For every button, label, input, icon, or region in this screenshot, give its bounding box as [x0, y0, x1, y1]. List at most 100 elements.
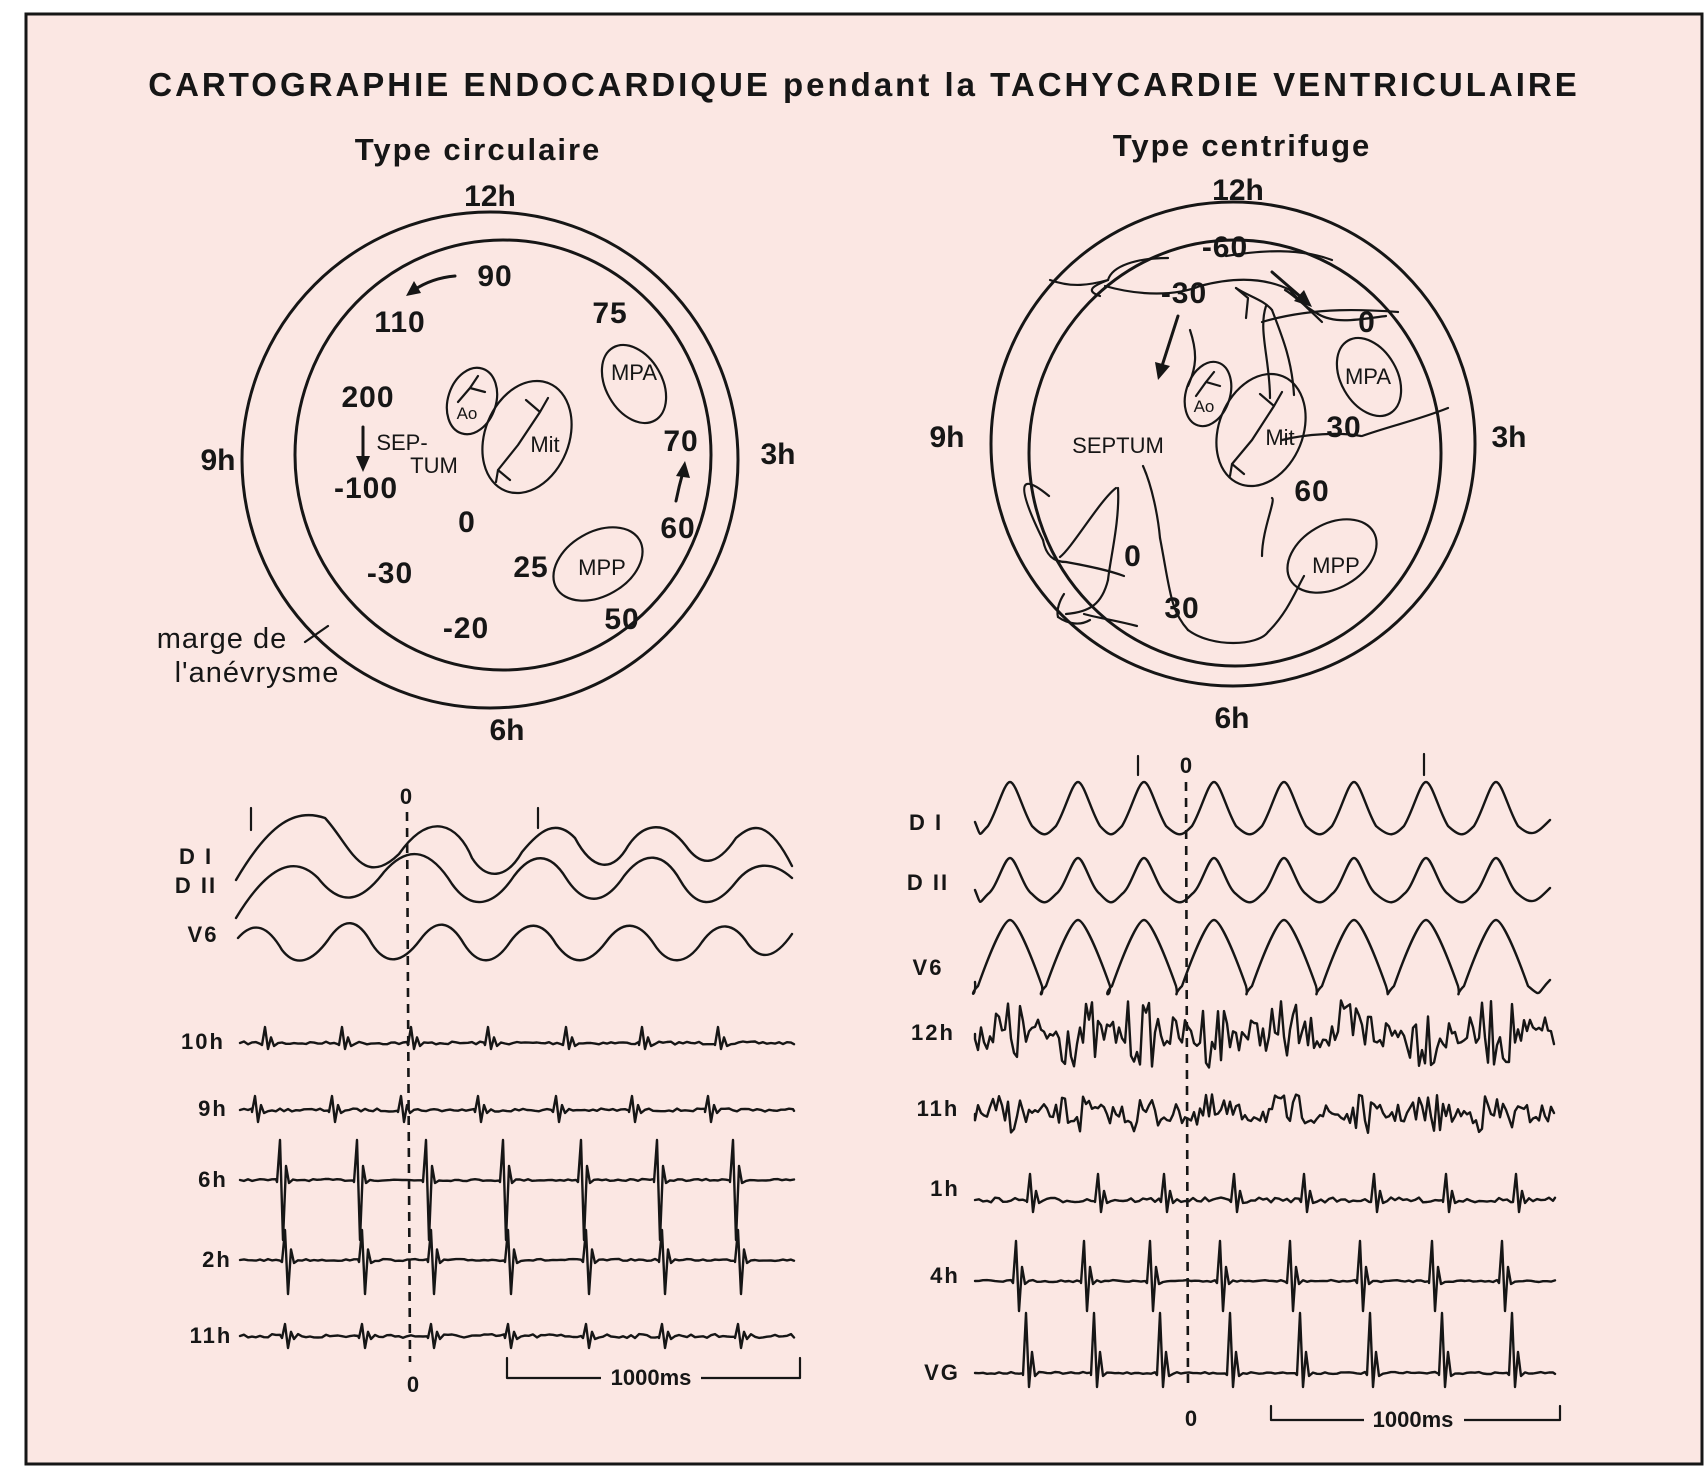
centrifugal-trace-4h [973, 1239, 1557, 1313]
circular-value-75: 75 [592, 297, 627, 330]
aneurysm-label-line2: l'anévrysme [175, 657, 340, 689]
centrifugal-ecg-traces [971, 780, 1557, 1389]
centrifugal-trace-di [973, 780, 1552, 836]
centrifugal-zero-marker-bottom: 0 [1185, 1406, 1197, 1431]
centrifugal-value-60: 60 [1294, 475, 1329, 508]
circular-lead-label: 6h [198, 1167, 228, 1192]
circular-outer-ring [240, 210, 740, 710]
centrifugal-scale-label: 1000ms [1373, 1407, 1454, 1432]
circular-value-90: 90 [477, 260, 512, 293]
centrifugal-lead-label: 11h [917, 1096, 960, 1121]
circular-value-60: 60 [660, 512, 695, 545]
svg-text:MPA: MPA [611, 360, 657, 385]
centrifugal-panel: Type centrifuge 12h 3h 6h 9h [907, 128, 1562, 1434]
circular-arrow-top [406, 274, 457, 296]
centrifugal-lead-label: 12h [911, 1020, 955, 1045]
circular-scale-label: 1000ms [611, 1365, 692, 1390]
circular-trace-10h [238, 1025, 796, 1051]
centrifugal-lead-label: 1h [930, 1176, 960, 1201]
centrifugal-zero-dashed-line [1184, 781, 1190, 1391]
circular-value-0: 0 [458, 506, 476, 539]
circular-zero-dashed-line [405, 811, 412, 1363]
centrifugal-lead-label: D I [909, 810, 943, 835]
circular-mitral-valve: Mit [481, 379, 573, 495]
circular-trace-9h [238, 1094, 796, 1124]
centrifugal-arrow-left [1155, 314, 1180, 380]
circular-arrow-left [356, 425, 370, 472]
centrifugal-trace-12h [973, 999, 1556, 1069]
centrifugal-trace-v6 [971, 918, 1552, 996]
circular-value-70: 70 [663, 425, 698, 458]
centrifugal-endocardial-border [1027, 238, 1443, 668]
circular-arrow-right [674, 461, 690, 503]
circular-lead-label: 10h [181, 1029, 225, 1054]
circular-trace-6h [238, 1138, 796, 1242]
circular-trace-11h [238, 1322, 796, 1350]
circular-mpa-muscle: MPA [600, 343, 668, 425]
svg-text:Ao: Ao [1194, 397, 1215, 416]
circular-lead-label: 9h [198, 1096, 228, 1121]
circular-lead-label: D II [175, 873, 217, 898]
centrifugal-scale-bar: 1000ms [1269, 1404, 1562, 1434]
aneurysm-pointer [303, 624, 330, 644]
centrifugal-lead-label: 4h [930, 1263, 960, 1288]
circular-lead-label: 2h [202, 1247, 232, 1272]
circular-clock-9h: 9h [200, 444, 235, 477]
centrifugal-value-minus-30: -30 [1161, 277, 1207, 310]
circular-panel: Type circulaire 12h 3h 6h 9h Ao Mit MPA … [157, 132, 802, 1397]
centrifugal-value-30-mid: 30 [1326, 411, 1361, 444]
svg-text:Mit: Mit [530, 432, 559, 457]
circular-subtitle: Type circulaire [355, 132, 602, 167]
svg-text:MPP: MPP [578, 555, 626, 580]
centrifugal-subtitle: Type centrifuge [1113, 128, 1372, 163]
centrifugal-zero-marker-top: 0 [1180, 753, 1192, 778]
circular-value-25: 25 [513, 551, 548, 584]
centrifugal-clock-3h: 3h [1491, 421, 1526, 454]
centrifugal-septum-label: SEPTUM [1072, 433, 1164, 458]
svg-text:Mit: Mit [1265, 425, 1294, 450]
centrifugal-trace-11h [973, 1093, 1556, 1134]
circular-trace-2h [238, 1228, 796, 1296]
circular-septum-label-2: TUM [410, 453, 458, 478]
circular-clock-12h: 12h [464, 180, 516, 213]
circular-value-minus-30: -30 [367, 557, 413, 590]
centrifugal-value-minus-60: -60 [1202, 231, 1248, 264]
centrifugal-trace-dii [973, 856, 1552, 904]
centrifugal-ecg-block: 0 0 D I D II V6 12h 11h 1h 4h VG [907, 752, 1562, 1434]
centrifugal-clock-6h: 6h [1214, 702, 1249, 735]
centrifugal-value-30-bottom: 30 [1164, 592, 1199, 625]
centrifugal-lead-labels: D I D II V6 12h 11h 1h 4h VG [907, 810, 960, 1385]
circular-value-200: 200 [341, 381, 394, 414]
svg-text:MPA: MPA [1345, 364, 1391, 389]
circular-septum-label-1: SEP- [376, 430, 427, 455]
circular-zero-marker-top: 0 [400, 784, 412, 809]
svg-text:MPP: MPP [1312, 553, 1360, 578]
circular-mpp-muscle: MPP [552, 526, 644, 602]
circular-clock-6h: 6h [489, 714, 524, 747]
centrifugal-mitral-valve: Mit [1215, 372, 1307, 488]
circular-endocardial-border [293, 238, 713, 672]
centrifugal-value-0-left: 0 [1124, 540, 1142, 573]
circular-value-50: 50 [604, 603, 639, 636]
centrifugal-trace-vg [973, 1311, 1557, 1389]
circular-ecg-traces [234, 813, 796, 1350]
circular-trace-di [234, 813, 794, 882]
centrifugal-arrow-right [1270, 270, 1312, 307]
circular-value-minus-100: -100 [334, 472, 398, 505]
centrifugal-lead-label: VG [924, 1360, 960, 1385]
circular-value-110: 110 [374, 306, 425, 339]
circular-trace-dii [234, 852, 794, 920]
centrifugal-aortic-valve: Ao [1183, 360, 1233, 428]
circular-ecg-block: 0 0 D I D II V6 10h 9h 6h 2h 11h [175, 784, 802, 1397]
centrifugal-outer-ring [989, 200, 1477, 688]
circular-zero-marker-bottom: 0 [407, 1372, 419, 1397]
figure-title: CARTOGRAPHIE ENDOCARDIQUE pendant la TAC… [148, 66, 1580, 103]
circular-lead-label: 11h [190, 1323, 233, 1348]
circular-lead-label: D I [179, 844, 213, 869]
centrifugal-value-0-top: 0 [1358, 306, 1376, 339]
figure-panel [24, 12, 1704, 1466]
circular-trace-v6 [236, 922, 794, 962]
aneurysm-label-line1: marge de [157, 623, 288, 655]
centrifugal-lead-label: V6 [913, 955, 944, 980]
centrifugal-clock-12h: 12h [1212, 174, 1264, 207]
